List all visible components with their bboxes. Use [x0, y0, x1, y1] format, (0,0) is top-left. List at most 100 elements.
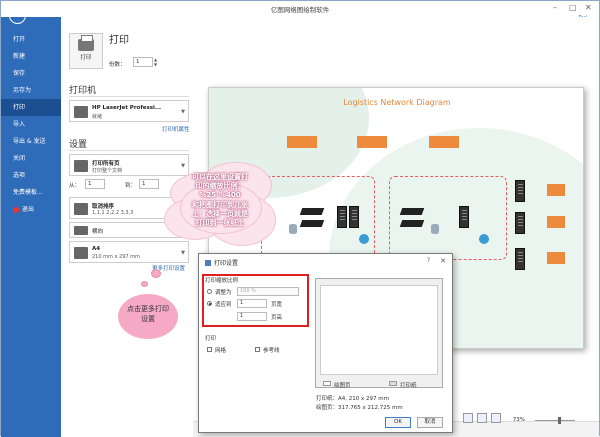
server-icon: [459, 206, 469, 228]
minimize-icon[interactable]: –: [553, 3, 557, 12]
chevron-down-icon: ▼: [181, 109, 185, 115]
paper-info: 打印纸：A4, 210 x 297 mm: [316, 396, 389, 402]
adjust-radio[interactable]: [207, 289, 212, 294]
cancel-button[interactable]: 取消: [417, 417, 443, 428]
nav-export-send[interactable]: 导出 & 发送: [13, 138, 46, 145]
server-icon: [515, 248, 525, 270]
help-icon[interactable]: ?: [426, 257, 430, 264]
zoom-level: 73%: [512, 417, 525, 423]
nav-open[interactable]: 打开: [13, 36, 26, 43]
cloud-line: 上：选择一页就是: [192, 209, 248, 218]
orange-node: [547, 216, 565, 228]
fit-height-unit: 页高: [271, 315, 283, 321]
instruction-cloud: [161, 159, 276, 249]
copies-label: 份数：: [109, 62, 126, 68]
printer-status: 就绪: [92, 114, 103, 120]
printer-dropdown[interactable]: HP LaserJet Professi... 就绪 ▼: [69, 100, 189, 122]
view-fit-icon[interactable]: [491, 413, 501, 423]
drawing-info: 绘图页：317.765 x 212.725 mm: [316, 405, 403, 411]
switch-icon: [399, 208, 425, 215]
more-print-settings-link[interactable]: 更多打印设置: [152, 266, 186, 272]
copies-spinner-icon[interactable]: ▲▼: [154, 57, 158, 67]
to-input[interactable]: 1: [139, 179, 159, 189]
landscape-icon: [74, 226, 88, 235]
maximize-icon[interactable]: □: [569, 3, 577, 12]
nav-exit-label: 退出: [22, 206, 35, 213]
collate-dropdown[interactable]: 取消排序 1,1,1 2,2,2 3,3,3 ▼: [69, 197, 189, 219]
print-range-dropdown[interactable]: 打印所有页 打印整个文档 ▼: [69, 154, 189, 176]
orange-node: [357, 136, 387, 148]
printer-name: HP LaserJet Professi...: [92, 105, 162, 111]
cloud-line: 可以在这里设置打: [192, 173, 248, 181]
ok-button[interactable]: OK: [385, 417, 411, 428]
server-icon: [515, 212, 525, 234]
globe-icon: [359, 234, 369, 244]
zoom-slider-thumb[interactable]: [558, 417, 561, 424]
paper-size-sub: 210 mm x 297 mm: [92, 254, 140, 260]
print-heading: 打印: [109, 35, 129, 46]
backstage-menu: 打开 新建 保存 另存为 打印 导入 导出 & 发送 关闭 选项 免费模板...…: [1, 31, 61, 218]
grid-checkbox[interactable]: [207, 347, 212, 352]
dialog-preview: [315, 278, 443, 388]
view-normal-icon[interactable]: [463, 413, 473, 423]
print-range-sub: 打印整个文档: [92, 168, 123, 174]
print-section-label: 打印: [205, 336, 217, 342]
printer-icon: [74, 106, 88, 118]
nav-save[interactable]: 保存: [13, 70, 26, 77]
print-button[interactable]: 打印: [69, 33, 103, 69]
printer-properties-link[interactable]: 打印机属性: [162, 127, 190, 133]
server-icon: [515, 180, 525, 202]
settings-divider: [69, 150, 189, 151]
collate-title: 取消排序: [92, 204, 115, 210]
from-input[interactable]: 1: [85, 179, 105, 189]
paper-size-title: A4: [92, 246, 101, 252]
nav-print[interactable]: 打印: [1, 99, 61, 116]
title-bar: 亿图网络图绘制软件 – □ ✕ Rui: [1, 1, 599, 21]
window-title: 亿图网络图绘制软件: [270, 6, 330, 14]
paper-size-dropdown[interactable]: A4 210 mm x 297 mm ▼: [69, 241, 189, 263]
orientation-label: 横向: [92, 229, 104, 235]
nav-import[interactable]: 导入: [13, 121, 26, 128]
nav-options[interactable]: 选项: [13, 172, 26, 179]
fit-label: 适应到: [215, 302, 232, 308]
chevron-down-icon: ▼: [181, 163, 185, 169]
globe-icon: [479, 234, 489, 244]
cloud-line: 打印到一张纸上: [195, 219, 245, 228]
backstage-nav: ← 打开 新建 保存 另存为 打印 导入 导出 & 发送 关闭 选项 免费模板.…: [1, 1, 61, 437]
nav-close[interactable]: 关闭: [13, 155, 26, 162]
copies-input[interactable]: 1: [133, 57, 153, 67]
switch-icon: [399, 220, 425, 227]
scale-section-label: 打印缩放比例: [205, 278, 239, 284]
nav-save-as[interactable]: 另存为: [13, 87, 32, 94]
diagram-title: Logistics Network Diagram: [343, 98, 451, 107]
collate-sub: 1,1,1 2,2,2 3,3,3: [92, 210, 134, 216]
print-button-label: 打印: [80, 55, 92, 61]
nav-free-templates[interactable]: 免费模板...: [13, 189, 43, 196]
orange-node: [547, 184, 565, 196]
nav-exit[interactable]: 退出: [1, 201, 61, 218]
guides-checkbox[interactable]: [255, 347, 260, 352]
guides-label: 参考线: [263, 348, 280, 354]
fit-width-input[interactable]: 1: [237, 299, 267, 308]
drawing-swatch: [323, 381, 331, 386]
collate-icon: [74, 203, 88, 215]
close-icon[interactable]: ✕: [585, 3, 592, 12]
cloud-line: 和把图打印到几张: [192, 200, 248, 209]
dialog-app-icon: [205, 260, 211, 266]
paper-icon: [74, 247, 88, 259]
nav-new[interactable]: 新建: [13, 53, 26, 60]
cloud-line: %25-%400: [199, 191, 241, 200]
adjust-percent-input[interactable]: 100 %: [237, 287, 299, 296]
view-page-icon[interactable]: [477, 413, 487, 423]
fit-width-unit: 页宽: [271, 302, 283, 308]
dialog-title-bar: 打印设置: [205, 258, 238, 267]
zoom-slider[interactable]: [535, 420, 575, 421]
to-label: 到：: [125, 183, 137, 189]
server-icon: [337, 206, 347, 228]
fit-radio[interactable]: [207, 301, 212, 306]
database-icon: [289, 224, 297, 234]
dialog-close-icon[interactable]: ✕: [440, 257, 446, 265]
orange-node: [287, 136, 317, 148]
fit-height-input[interactable]: 1: [237, 312, 267, 321]
